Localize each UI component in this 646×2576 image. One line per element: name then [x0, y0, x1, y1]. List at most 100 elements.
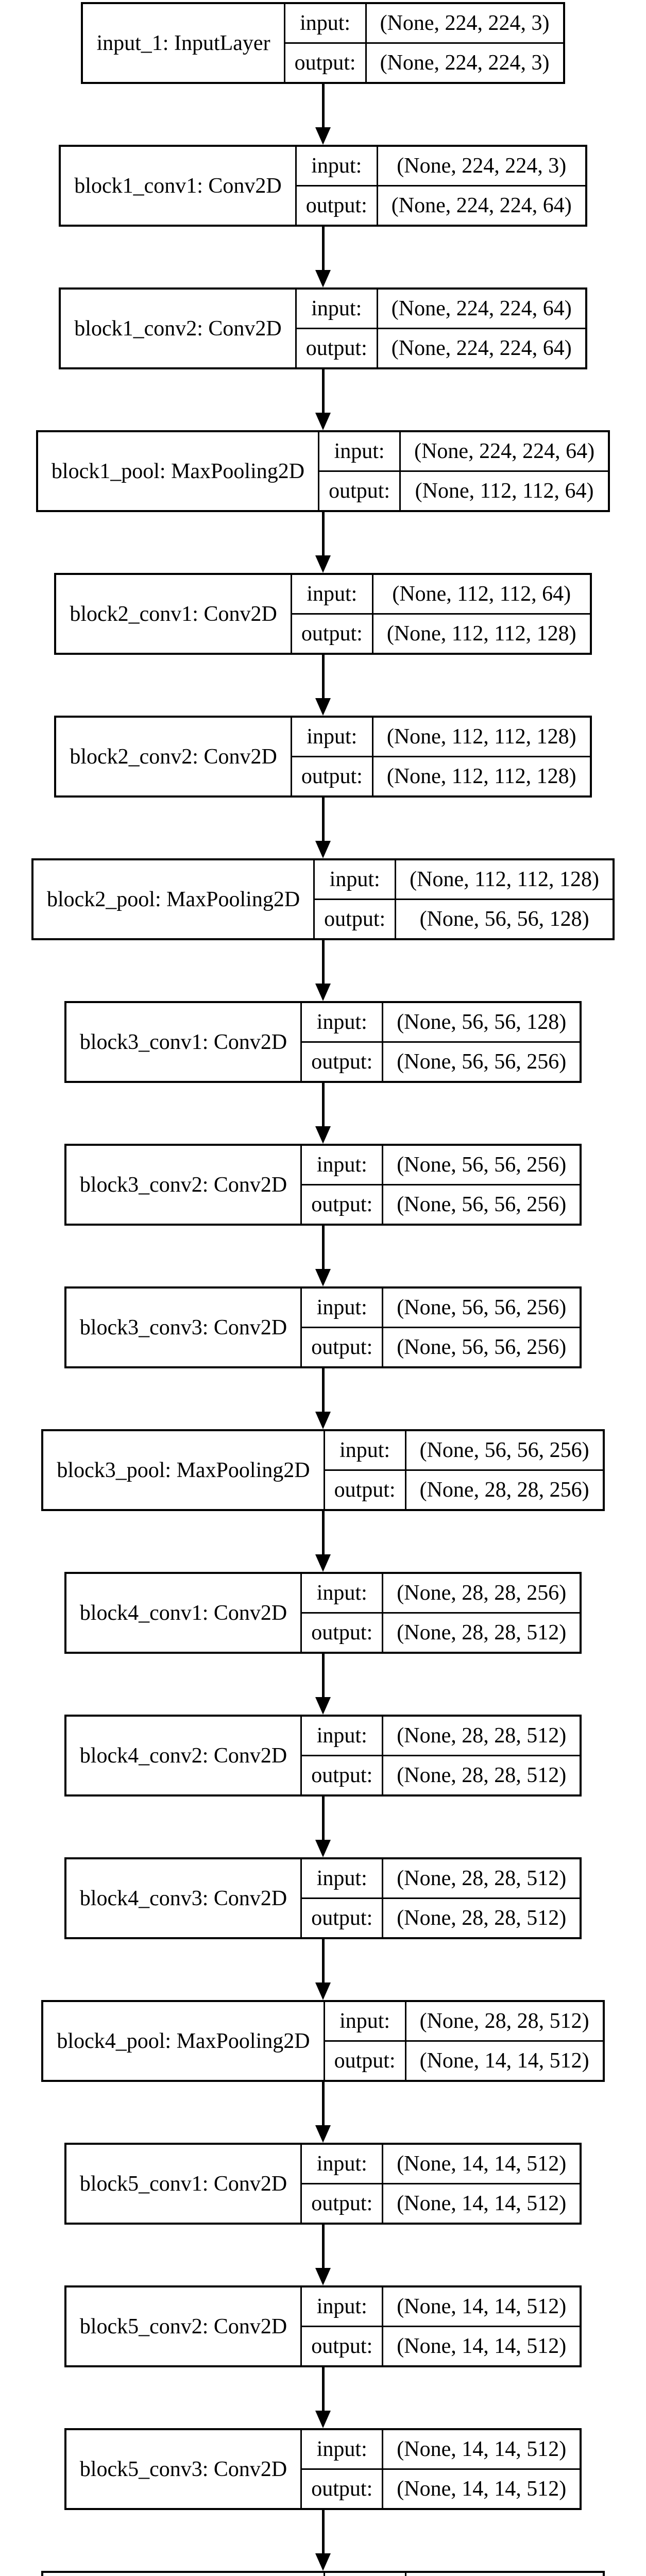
output-label: output: [300, 1184, 384, 1226]
input-label: input: [323, 2571, 406, 2576]
input-shape: (None, 112, 112, 64) [371, 573, 592, 615]
output-label: output: [283, 42, 367, 84]
output-row: output:(None, 224, 224, 3) [82, 42, 565, 84]
output-shape: (None, 224, 224, 3) [365, 42, 565, 84]
connector-edge [0, 1083, 646, 1144]
arrow-down-icon [315, 1554, 331, 1572]
arrow-down-icon [315, 1982, 331, 2000]
arrow-down-icon [315, 1697, 331, 1715]
input-label: input: [290, 573, 373, 615]
arrow-down-icon [315, 555, 331, 573]
output-shape: (None, 14, 14, 512) [382, 2468, 582, 2510]
connector-edge [0, 369, 646, 430]
layer-label: block2_conv2: Conv2D [54, 716, 292, 798]
connector-edge [0, 1368, 646, 1429]
output-row: output:(None, 56, 56, 256) [65, 1327, 582, 1368]
arrow-down-icon [315, 127, 331, 145]
output-label: output: [290, 613, 373, 655]
connector-edge [0, 655, 646, 716]
layer-label: input_1: InputLayer [81, 2, 285, 84]
connector-edge [0, 798, 646, 858]
connector-line [321, 798, 325, 841]
output-row: output:(None, 56, 56, 256) [65, 1184, 582, 1226]
output-label: output: [300, 1041, 384, 1083]
input-label: input: [283, 2, 367, 44]
output-label: output: [295, 328, 378, 369]
output-shape: (None, 224, 224, 64) [376, 185, 587, 227]
input-label: input: [323, 2000, 406, 2042]
input-shape: (None, 28, 28, 512) [382, 1715, 582, 1756]
layer-label: block1_conv2: Conv2D [59, 287, 297, 369]
arrow-down-icon [315, 2268, 331, 2285]
input-label: input: [290, 716, 373, 757]
input-shape: (None, 14, 14, 512) [382, 2285, 582, 2327]
layer-label: block4_conv3: Conv2D [64, 1857, 302, 1939]
input-label: input: [300, 2143, 384, 2184]
connector-line [321, 1797, 325, 1840]
connector-line [321, 1226, 325, 1269]
input-shape: (None, 14, 14, 512) [382, 2428, 582, 2470]
layer-label: block1_conv1: Conv2D [59, 145, 297, 227]
layer-label: block3_conv2: Conv2D [64, 1144, 302, 1226]
output-shape: (None, 224, 224, 64) [376, 328, 587, 369]
input-label: input: [323, 1429, 406, 1471]
input-label: input: [295, 287, 378, 329]
connector-edge [0, 2082, 646, 2143]
output-row: output:(None, 112, 112, 128) [55, 756, 592, 798]
output-row: output:(None, 112, 112, 64) [37, 470, 610, 512]
layer-label: block5_conv3: Conv2D [64, 2428, 302, 2510]
connector-edge [0, 1939, 646, 2000]
arrow-down-icon [315, 413, 331, 430]
connector-line [321, 1368, 325, 1412]
output-label: output: [300, 2326, 384, 2367]
input-label: input: [313, 858, 397, 900]
output-shape: (None, 28, 28, 512) [382, 1755, 582, 1797]
arrow-down-icon [315, 2125, 331, 2143]
output-row: output:(None, 14, 14, 512) [65, 2183, 582, 2225]
input-shape: (None, 14, 14, 512) [382, 2143, 582, 2184]
layer-label: block4_pool: MaxPooling2D [41, 2000, 325, 2082]
arrow-down-icon [315, 1412, 331, 1429]
output-row: output:(None, 56, 56, 128) [32, 899, 615, 940]
output-shape: (None, 56, 56, 256) [382, 1327, 582, 1368]
connector-line [321, 940, 325, 984]
output-shape: (None, 14, 14, 512) [382, 2326, 582, 2367]
arrow-down-icon [315, 2411, 331, 2428]
output-shape: (None, 56, 56, 256) [382, 1041, 582, 1083]
connector-edge [0, 1511, 646, 1572]
output-label: output: [300, 2183, 384, 2225]
output-row: output:(None, 28, 28, 512) [65, 1612, 582, 1654]
arrow-down-icon [315, 1840, 331, 1857]
output-shape: (None, 28, 28, 512) [382, 1897, 582, 1939]
output-row: output:(None, 14, 14, 512) [65, 2326, 582, 2367]
output-row: output:(None, 224, 224, 64) [60, 328, 587, 369]
arrow-down-icon [315, 698, 331, 716]
connector-edge [0, 84, 646, 145]
connector-edge [0, 2367, 646, 2428]
